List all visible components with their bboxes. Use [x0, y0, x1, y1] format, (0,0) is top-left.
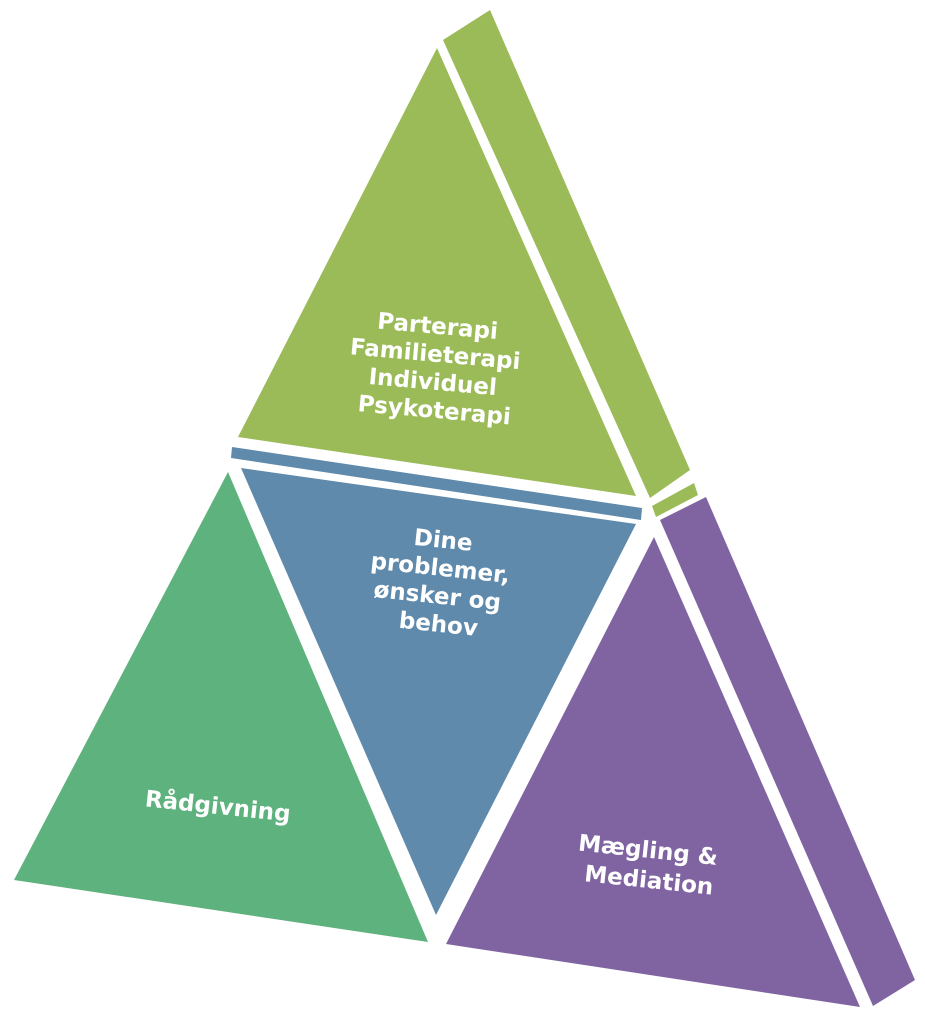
segment-top-connector [652, 483, 698, 517]
segment-top: Parterapi Familieterapi Individuel Psyko… [238, 10, 698, 517]
segment-center-face [241, 468, 636, 915]
segment-right-side [660, 497, 915, 1006]
segment-center: Dine problemer, ønsker og behov [231, 447, 642, 915]
segment-center-top-edge [231, 447, 642, 520]
segment-top-face [238, 48, 636, 496]
segment-right: Mægling & Mediation [446, 497, 915, 1007]
segment-left-face [14, 472, 428, 942]
segment-left: Rådgivning [14, 472, 428, 942]
segment-top-side [443, 10, 690, 498]
segment-right-face [446, 537, 860, 1007]
